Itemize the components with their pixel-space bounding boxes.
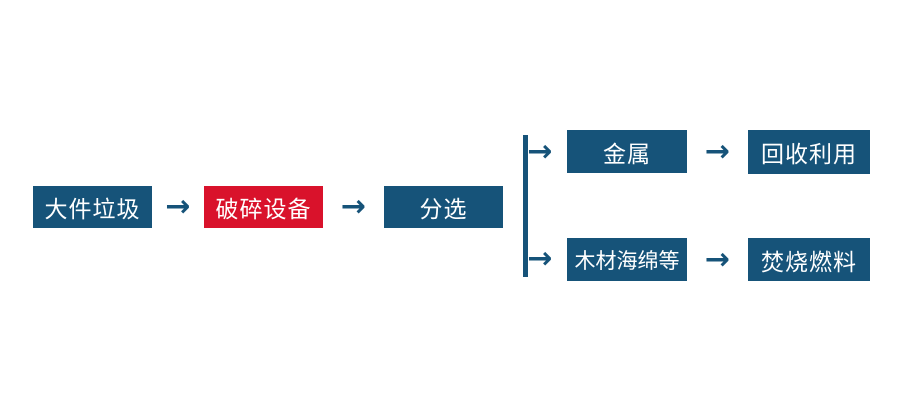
- arrow-right-icon: →: [704, 241, 731, 277]
- node-incineration-fuel: 焚烧燃料: [748, 238, 870, 281]
- branch-arrow-right-icon: →: [527, 241, 553, 276]
- branch-arrow-right-icon: →: [527, 134, 553, 169]
- node-metal: 金属: [567, 130, 687, 173]
- branch-connector-line: [523, 135, 528, 277]
- node-bulky-waste: 大件垃圾: [33, 186, 152, 228]
- arrow-right-icon: →: [704, 133, 731, 169]
- node-recycling: 回收利用: [748, 130, 870, 174]
- arrow-right-icon: →: [340, 189, 367, 224]
- arrow-right-icon: →: [165, 189, 191, 224]
- node-wood-sponge: 木材海绵等: [567, 238, 687, 281]
- node-crushing-equipment: 破碎设备: [204, 186, 323, 228]
- node-sorting: 分选: [384, 186, 503, 228]
